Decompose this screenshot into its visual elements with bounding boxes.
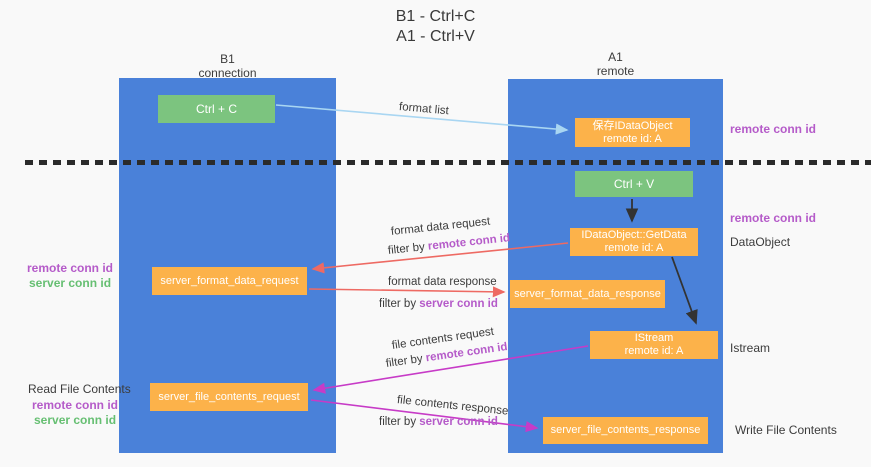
node-server-format-data-request: server_format_data_request <box>152 267 307 295</box>
node-istream-line2: remote id: A <box>624 345 684 357</box>
edge-label-format-list: format list <box>398 101 450 118</box>
node-ctrl-v: Ctrl + V <box>575 171 693 197</box>
filter-key-2: server conn id <box>419 298 498 310</box>
node-server-file-contents-request-label: server_file_contents_request <box>158 390 300 403</box>
node-istream-line1: IStream <box>634 332 674 344</box>
node-server-format-data-request-label: server_format_data_request <box>160 274 299 287</box>
edge-label-filter-server-2: filter by server conn id <box>379 416 498 429</box>
node-server-file-contents-request: server_file_contents_request <box>150 383 308 411</box>
filter-prefix-3: filter by <box>385 352 427 370</box>
edge-label-filter-server-1: filter by server conn id <box>379 298 498 311</box>
annotation-istream: Istream <box>730 341 771 355</box>
node-istream: IStream remote id: A <box>590 331 718 359</box>
node-ctrl-c: Ctrl + C <box>158 95 275 123</box>
filter-prefix-2: filter by <box>379 298 420 310</box>
title-line-2: A1 - Ctrl+V <box>396 28 475 45</box>
diagram-title: B1 - Ctrl+C A1 - Ctrl+V <box>0 7 871 47</box>
annotation-dataobject: DataObject <box>730 235 791 249</box>
node-ctrl-c-label: Ctrl + C <box>195 101 237 116</box>
filter-prefix-4: filter by <box>379 416 420 428</box>
annotation-server-conn-id-format: server conn id <box>29 276 112 290</box>
lane-header-b1: B1 connection <box>119 52 336 80</box>
title-line-1: B1 - Ctrl+C <box>395 8 476 25</box>
lane-a1-role: remote <box>596 64 635 78</box>
annotation-remote-conn-id-mid: remote conn id <box>730 211 817 225</box>
arrow-format-data-response <box>308 286 506 298</box>
node-server-file-contents-response-label: server_file_contents_response <box>550 424 701 436</box>
filter-key-4: server conn id <box>419 416 498 428</box>
session-separator-line <box>25 160 871 165</box>
node-server-file-contents-response: server_file_contents_response <box>543 417 708 444</box>
lane-b1-role: connection <box>198 66 257 80</box>
lane-header-a1: A1 remote <box>508 50 723 78</box>
node-server-format-data-response-label: server_format_data_response <box>514 287 661 300</box>
edge-label-file-contents-response: file contents response <box>396 394 509 418</box>
node-save-dataobject-line1: 保存IDataObject <box>592 119 673 132</box>
node-getdata: IDataObject::GetData remote id: A <box>570 228 698 256</box>
filter-key-1: remote conn id <box>427 232 511 253</box>
node-getdata-line1: IDataObject::GetData <box>581 229 687 241</box>
edge-label-format-data-response: format data response <box>388 276 497 288</box>
lane-b1-name: B1 <box>220 52 235 66</box>
node-getdata-line2: remote id: A <box>604 242 664 254</box>
annotation-write-file-contents: Write File Contents <box>735 423 837 437</box>
annotation-remote-conn-id-format: remote conn id <box>27 261 114 275</box>
annotation-read-file-contents: Read File Contents <box>28 382 131 396</box>
annotation-remote-conn-id-file: remote conn id <box>32 398 119 412</box>
node-server-format-data-response: server_format_data_response <box>510 280 665 308</box>
node-save-dataobject: 保存IDataObject remote id: A <box>575 118 690 147</box>
filter-prefix-1: filter by <box>387 240 429 257</box>
annotation-remote-conn-id-top: remote conn id <box>730 122 817 136</box>
node-save-dataobject-line2: remote id: A <box>603 132 662 145</box>
lane-a1-name: A1 <box>608 50 623 64</box>
annotation-server-conn-id-file: server conn id <box>34 413 117 427</box>
node-ctrl-v-label: Ctrl + V <box>613 176 655 191</box>
